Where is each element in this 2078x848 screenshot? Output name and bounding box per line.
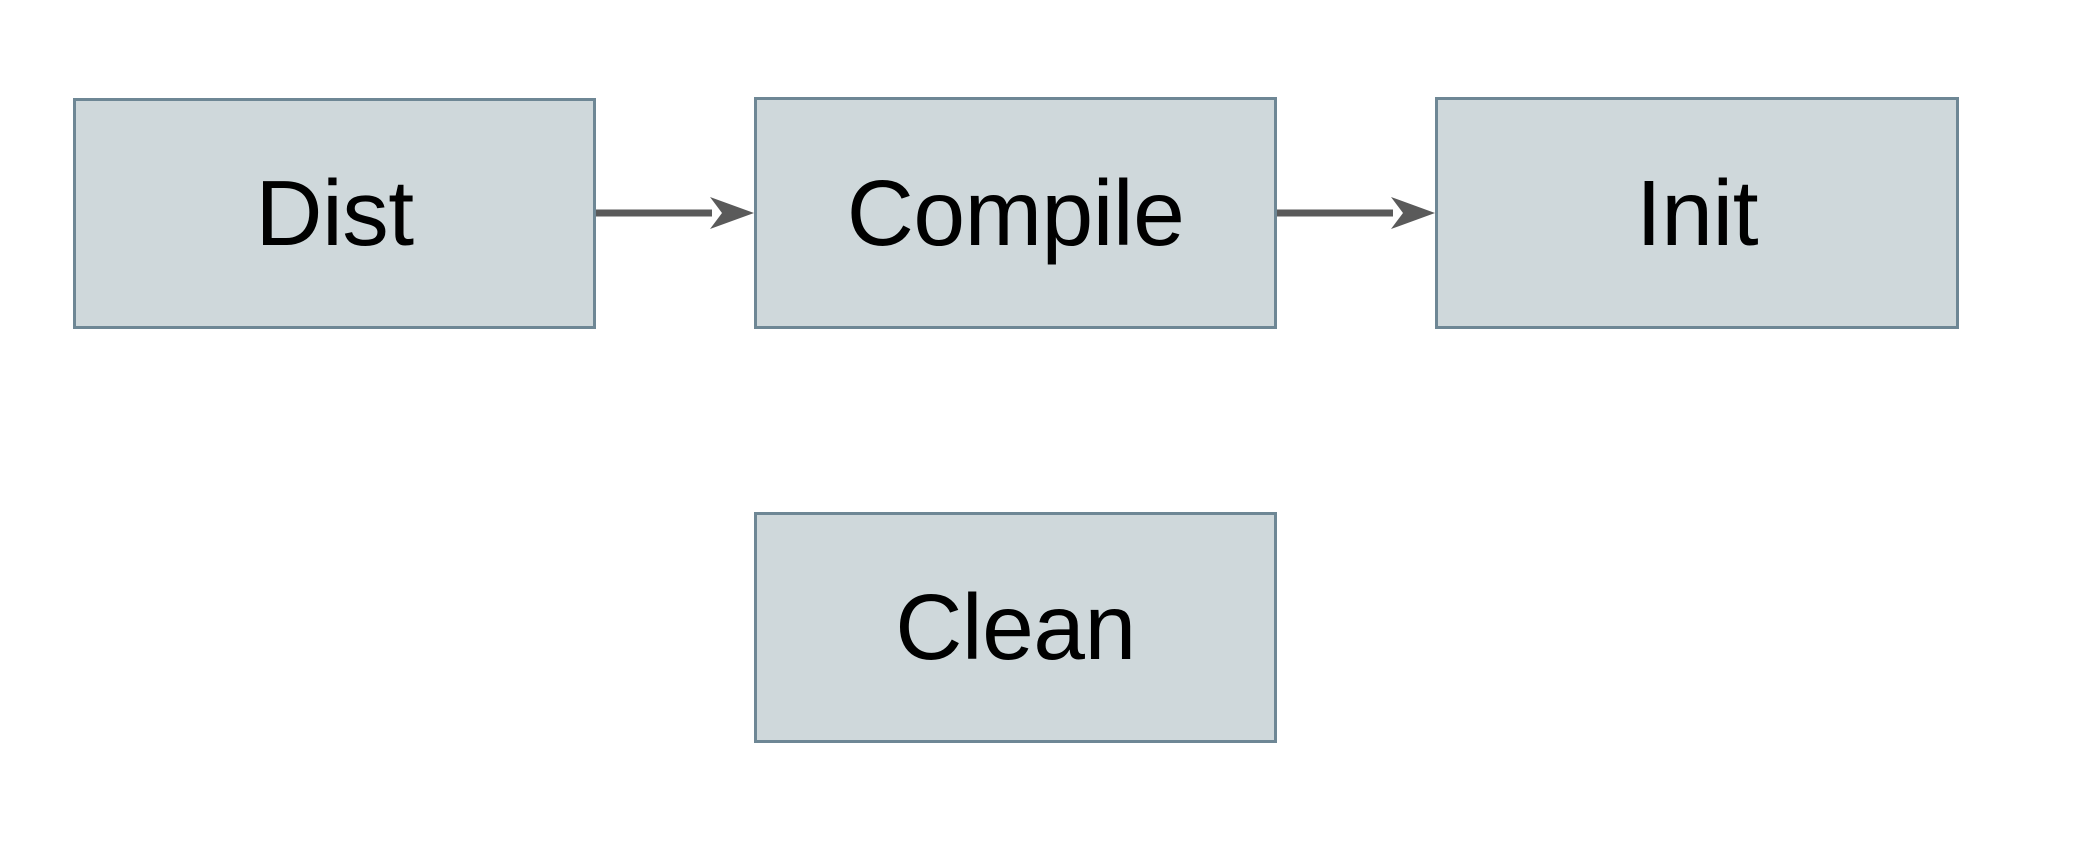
- node-label: Clean: [895, 575, 1136, 679]
- node-clean[interactable]: Clean: [754, 512, 1277, 743]
- arrowhead-icon: [1391, 197, 1435, 229]
- edge-dist-to-compile[interactable]: [596, 197, 754, 229]
- node-label: Init: [1635, 160, 1759, 265]
- node-dist[interactable]: Dist: [73, 98, 596, 329]
- node-label: Dist: [255, 161, 414, 265]
- node-init[interactable]: Init: [1435, 97, 1959, 329]
- edge-compile-to-init[interactable]: [1277, 197, 1435, 229]
- node-compile[interactable]: Compile: [754, 97, 1277, 329]
- node-label: Compile: [846, 160, 1185, 265]
- arrowhead-icon: [710, 197, 754, 229]
